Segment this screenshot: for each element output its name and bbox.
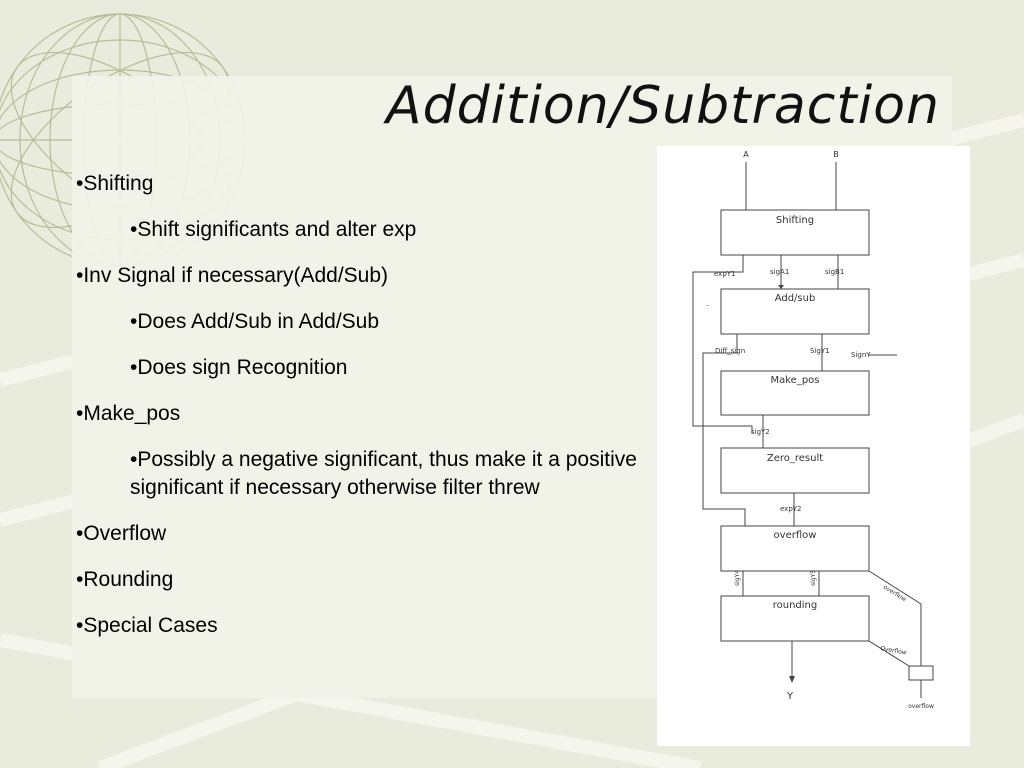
bullet-item-level2: •Does sign Recognition <box>130 356 348 379</box>
label-sigb1: sigB1 <box>825 268 844 276</box>
bullet-item-level2: •Shift significants and alter exp <box>130 218 417 241</box>
bullet-item-level2: •Does Add/Sub in Add/Sub <box>130 310 380 333</box>
diagram-canvas: A B Shifting Add/sub Make_pos Zero_resul… <box>692 150 934 710</box>
block-rounding <box>720 595 870 642</box>
wire-diff-sign <box>702 334 746 526</box>
label-expy2: expY2 <box>780 505 802 513</box>
bullet-list: •Shifting •Shift significants and alter e… <box>76 170 646 658</box>
label-signy: SignY <box>851 351 871 359</box>
label-expy1: expY1 <box>714 270 736 278</box>
label-block-make-pos: Make_pos <box>770 375 819 386</box>
block-overflow <box>720 525 870 572</box>
wire-expy1 <box>692 255 753 433</box>
wire-overflow-2 <box>868 640 910 667</box>
label-overflow-flag-2: Overflow <box>880 645 908 657</box>
label-siga1: sigA1 <box>770 268 789 276</box>
bullet-item-level1: •Shifting <box>76 172 154 195</box>
overflow-output-box <box>908 665 934 681</box>
label-block-rounding: rounding <box>773 600 818 611</box>
label-sigy1: SigY1 <box>810 347 830 355</box>
label-sigy5: sigY5 <box>810 570 817 586</box>
label-diff-sign: Diff_sign <box>715 347 745 355</box>
label-dot: . <box>706 299 709 308</box>
bullet-item-level1: •Inv Signal if necessary(Add/Sub) <box>76 264 389 287</box>
label-block-zero-result: Zero_result <box>767 453 823 464</box>
label-block-overflow: overflow <box>774 530 817 541</box>
arrow-y-output <box>789 676 795 683</box>
label-output-y: Y <box>786 691 794 702</box>
label-input-b: B <box>833 150 839 159</box>
bullet-item-level1: •Make_pos <box>76 402 181 425</box>
bullet-item-level1: •Special Cases <box>76 614 218 637</box>
label-overflow-out: overflow <box>908 703 934 710</box>
slide-title: Addition/Subtraction <box>386 76 940 136</box>
block-addsub <box>720 288 870 335</box>
label-sigy4: sigY4 <box>734 570 741 586</box>
block-shifting <box>720 209 870 256</box>
arrow-shifting-to-addsub <box>778 285 784 289</box>
label-input-a: A <box>743 150 749 159</box>
label-block-addsub: Add/sub <box>775 293 816 304</box>
bullet-item-level2: •Possibly a negative significant, thus m… <box>130 448 637 499</box>
bullet-item-level1: •Rounding <box>76 568 174 591</box>
block-zero-result <box>720 447 870 494</box>
block-make-pos <box>720 370 870 416</box>
block-diagram: A B Shifting Add/sub Make_pos Zero_resul… <box>657 146 970 746</box>
wire-overflow-1 <box>868 570 922 666</box>
label-sigy2: sigY2 <box>751 428 770 436</box>
bullet-item-level1: •Overflow <box>76 522 167 545</box>
label-block-shifting: Shifting <box>776 215 814 226</box>
